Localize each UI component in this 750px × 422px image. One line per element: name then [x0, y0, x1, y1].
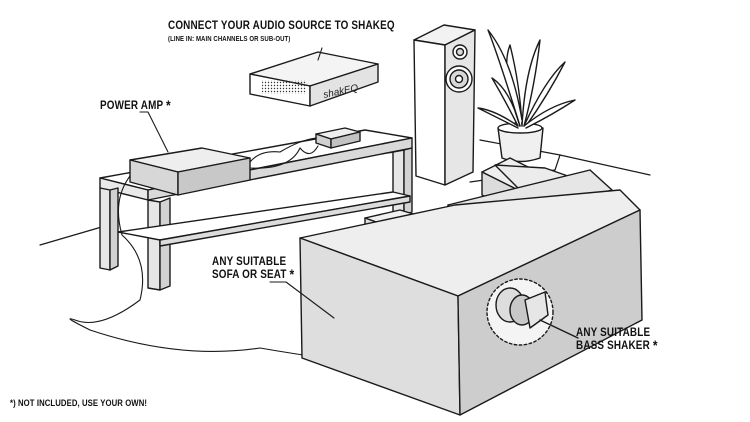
- asterisk-power-amp: *: [166, 97, 171, 113]
- power-amp-device: [129, 147, 251, 196]
- label-power-amp-text: POWER AMP: [100, 100, 164, 112]
- vent-grid: [262, 80, 306, 94]
- shakeq-box-on-table: [315, 127, 361, 149]
- label-sofa-line1: ANY SUITABLE: [212, 256, 287, 268]
- asterisk-shaker: *: [652, 337, 658, 353]
- potted-plant: [477, 29, 576, 163]
- label-shaker-line2: BASS SHAKER: [576, 340, 650, 352]
- asterisk-sofa: *: [289, 266, 295, 282]
- sofa: [299, 157, 643, 416]
- footnote: *) NOT INCLUDED, USE YOUR OWN!: [10, 398, 148, 408]
- bass-shaker: [486, 278, 579, 346]
- label-source-title: CONNECT YOUR AUDIO SOURCE TO SHAKEQ: [168, 20, 395, 32]
- leader-lines: [139, 47, 335, 319]
- label-sofa-line2: SOFA OR SEAT: [212, 269, 287, 281]
- label-sofa: ANY SUITABLE SOFA OR SEAT *: [212, 256, 294, 282]
- label-source-subtitle: (LINE IN: MAIN CHANNELS OR SUB-OUT): [168, 36, 291, 43]
- label-shaker-line1: ANY SUITABLE: [576, 327, 651, 339]
- label-shaker: ANY SUITABLE BASS SHAKER *: [576, 327, 658, 353]
- floor-speaker: [413, 24, 476, 186]
- label-power-amp: POWER AMP *: [100, 97, 171, 113]
- shakeq-device: [249, 51, 379, 107]
